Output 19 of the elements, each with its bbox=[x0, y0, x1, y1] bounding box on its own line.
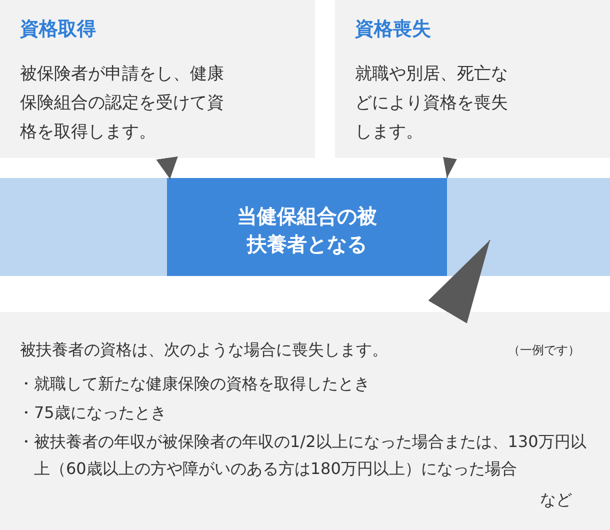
list-item: ・75歳になったとき bbox=[18, 402, 168, 424]
intro-text: 被扶養者の資格は、次のような場合に喪失します。 bbox=[20, 339, 389, 361]
info-panel bbox=[0, 0, 315, 158]
panel-text: 就職や別居、死亡などにより資格を喪失します。 bbox=[355, 63, 509, 144]
band-background bbox=[0, 178, 610, 276]
callout-pointer bbox=[443, 156, 457, 178]
status-box bbox=[167, 178, 447, 276]
intro-text: など bbox=[540, 489, 573, 511]
list-item: ・就職して新たな健康保険の資格を取得したとき bbox=[18, 373, 371, 395]
note-text: （一例です） bbox=[508, 342, 581, 359]
callout-pointer bbox=[428, 240, 490, 324]
callout-pointer bbox=[156, 156, 178, 180]
panel-heading: 資格取得 bbox=[20, 17, 97, 42]
panel-heading: 資格喪失 bbox=[355, 17, 432, 42]
panel-text: 被保険者が申請をし、健康保険組合の認定を受けて資格を取得します。 bbox=[20, 63, 225, 144]
info-panel bbox=[335, 0, 610, 158]
list-item: ・被扶養者の年収が被保険者の年収の1/2以上になった場合または、130万円以上（60歳以上の方や障がいのある方は180万円以上）になった場合 bbox=[18, 431, 588, 480]
info-panel bbox=[0, 312, 610, 530]
status-text: 当健保組合の被扶養者となる bbox=[236, 203, 378, 258]
